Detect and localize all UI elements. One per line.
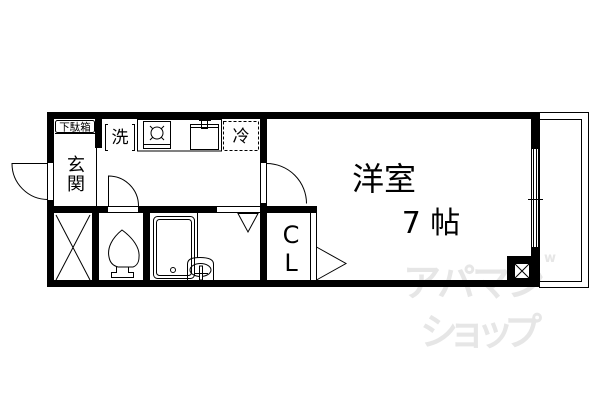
bathtub-inner [156,219,192,276]
bottom-wall [47,280,539,287]
wash-basin [187,256,214,280]
room-door-opening [260,163,267,203]
main-room-name: 洋室 [352,160,416,198]
main-room-size: 7 帖 [402,206,461,241]
watermark-mark: w [544,251,556,266]
bathtub-drain-icon [170,267,176,273]
shoe-box [55,120,95,133]
faucet-icon [201,118,208,129]
corridor-wall [47,206,317,213]
entry-pillar [95,119,102,148]
washer-bracket-right [132,124,135,151]
balcony-inner [539,119,582,282]
top-wall [47,112,539,119]
entrance-label-1: 玄 [67,155,85,176]
closet: C L [283,213,317,280]
toilet-door-swing [108,175,139,207]
main-room: 洋室 7 帖 [352,160,460,241]
toilet-tank-icon [111,267,134,278]
washroom-door-marker [237,213,259,234]
toilet-bath-wall [143,213,150,280]
kitchen: 洗 冷 [105,118,259,152]
closet-toilet-wall [92,213,99,280]
entrance-label-2: 関 [67,174,85,195]
kitchen-counter [137,119,222,152]
fridge-space [223,121,259,151]
bathtub-outer [153,216,195,279]
pipe-shaft-box [514,263,530,279]
openings [47,149,543,247]
washer-bracket-left [105,124,108,151]
pipe-shaft-x-icon [514,263,530,279]
entrance-door-swing [11,163,49,200]
bathroom [153,213,198,279]
toilet [108,229,140,278]
washroom [187,256,214,281]
shoe-box-label: 下駄箱 [59,121,91,134]
entrance-opening [47,163,54,200]
doors [11,163,348,281]
toilet-door-opening [108,206,138,213]
stove [143,121,171,149]
room-door-swing [266,163,307,204]
entrance-area: 下駄箱 玄 関 [55,120,97,206]
closet-label-2: L [284,249,298,277]
closet-door-marker [316,246,348,281]
stove-burner-icon [150,126,164,140]
window [531,149,539,247]
washroom-opening [217,206,260,213]
kitchen-sink [190,124,219,150]
toilet-bowl-icon [108,229,140,268]
washer-label: 洗 [112,128,129,148]
storage [55,214,91,281]
watermark-line2: ショップ [420,310,542,354]
storage-x-icon [55,214,91,281]
fridge-label: 冷 [233,127,250,147]
closet-label-1: C [283,221,300,249]
